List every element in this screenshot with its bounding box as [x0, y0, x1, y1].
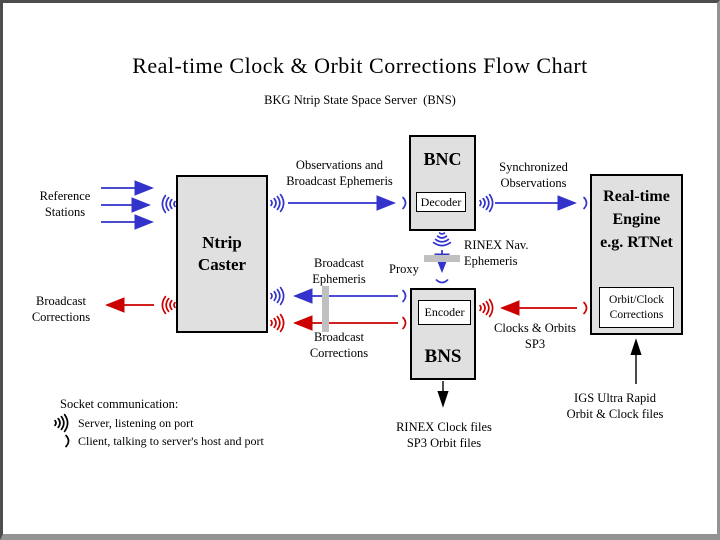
client-socket-icon-bns-corrections: [402, 316, 407, 330]
server-socket-icon-caster-corrections: [161, 295, 176, 315]
proxy-bar-vertical: [322, 286, 329, 332]
encoder-box: Encoder: [418, 300, 471, 325]
server-socket-icon-legend: [54, 413, 69, 433]
orbit-clock-line2: Corrections: [609, 308, 664, 321]
server-socket-icon-bnc-out: [479, 193, 494, 213]
node-bnc: BNC Decoder: [409, 135, 476, 231]
ntrip-caster-label: Ntrip Caster: [198, 232, 246, 276]
server-socket-icon-caster-obs: [270, 193, 285, 213]
node-ntrip-caster: Ntrip Caster: [176, 175, 268, 333]
decoder-box: Decoder: [416, 192, 466, 212]
client-socket-icon-engine-out: [583, 301, 588, 315]
engine-line3: e.g. RTNet: [600, 234, 673, 251]
label-observations: Observations and Broadcast Ephemeris: [286, 158, 393, 188]
client-socket-icon-bns-ephemeris: [402, 289, 407, 303]
client-socket-icon-bnc-in: [402, 196, 407, 210]
legend-server-row: Server, listening on port: [52, 413, 194, 433]
server-socket-icon-bns-right: [479, 298, 494, 318]
diagram-connectors: [101, 180, 642, 408]
bnc-label: BNC: [423, 149, 462, 169]
ntrip-caster-line2: Caster: [197, 255, 247, 274]
label-proxy: Proxy: [389, 262, 419, 276]
orbit-clock-corrections-box: Orbit/Clock Corrections: [599, 287, 674, 328]
node-bns: Encoder BNS: [410, 288, 476, 380]
label-clocks-orbits: Clocks & Orbits SP3: [494, 321, 576, 351]
page-subtitle: BKG Ntrip State Space Server (BNS): [264, 93, 456, 107]
page-title: Real-time Clock & Orbit Corrections Flow…: [132, 53, 588, 78]
client-socket-icon-bns-top: [435, 279, 449, 284]
legend-client-row: Client, talking to server's host and por…: [52, 431, 264, 451]
label-rinex-clock-files: RINEX Clock files SP3 Orbit files: [396, 420, 492, 450]
engine-label: Real-time Engine e.g. RTNet: [592, 185, 681, 254]
engine-line2: Engine: [612, 211, 661, 228]
label-igs-input: IGS Ultra Rapid Orbit & Clock files: [566, 391, 664, 421]
server-socket-icon-caster-in: [161, 194, 176, 214]
node-realtime-engine: Real-time Engine e.g. RTNet Orbit/Clock …: [590, 174, 683, 335]
label-rinex-nav: RINEX Nav. Ephemeris: [464, 238, 529, 268]
legend-server-text: Server, listening on port: [78, 415, 194, 430]
server-socket-icon-bnc-down: [432, 232, 452, 247]
client-socket-icon-engine-in: [583, 196, 588, 210]
orbit-clock-line1: Orbit/Clock: [609, 293, 664, 306]
engine-line1: Real-time: [603, 188, 670, 205]
bns-label: BNS: [424, 346, 462, 367]
legend-client-text: Client, talking to server's host and por…: [78, 433, 264, 448]
server-socket-icon-caster-ephemeris: [270, 286, 285, 306]
proxy-bar-horizontal: [424, 255, 460, 262]
label-synchronized: Synchronized Observations: [499, 160, 568, 190]
label-broadcast-corrections-left: Broadcast Corrections: [31, 294, 91, 324]
label-reference-stations: Reference Stations: [39, 189, 91, 219]
client-socket-icon-legend: [65, 434, 70, 448]
label-broadcast-corrections-mid: Broadcast Corrections: [309, 330, 369, 360]
ntrip-caster-line1: Ntrip: [202, 233, 242, 252]
label-broadcast-ephemeris: Broadcast Ephemeris: [312, 256, 366, 286]
legend-title: Socket communication:: [60, 397, 179, 411]
server-socket-icon-caster-corrections-in: [270, 313, 285, 333]
